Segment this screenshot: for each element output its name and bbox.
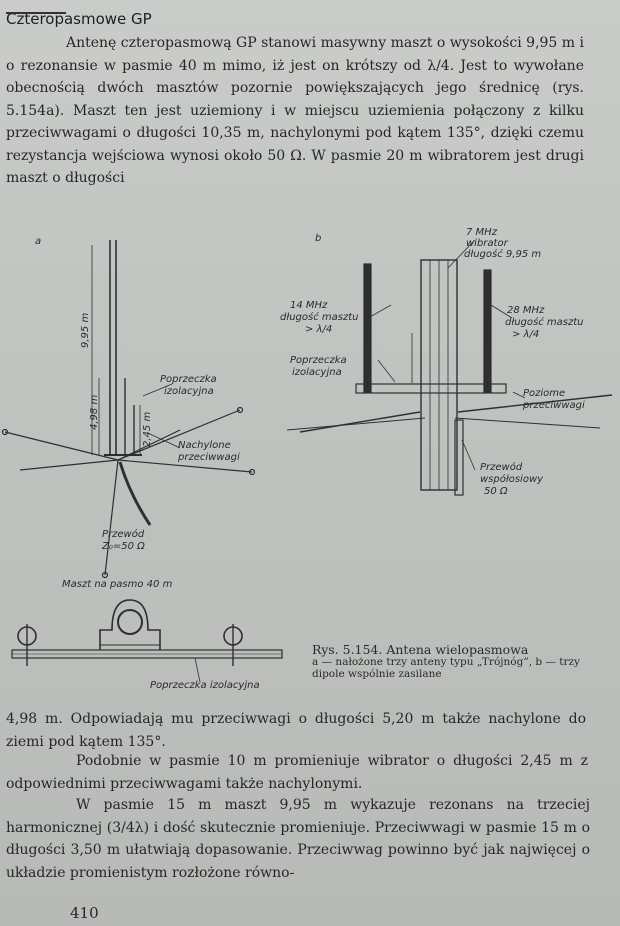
insulator-crossbar-b	[355, 383, 507, 394]
paragraph-4: W pasmie 15 m maszt 9,95 m wykazuje rezo…	[6, 794, 590, 884]
label-coax-1: Przewód	[480, 461, 523, 473]
label-coax-3: 50 Ω	[484, 486, 508, 497]
figure-caption: Rys. 5.154. Antena wielopasmowa a — nało…	[312, 643, 582, 680]
counterpoise-5	[117, 459, 253, 473]
figure-a-letter: a	[35, 236, 41, 247]
counterpoise-3	[104, 459, 119, 576]
detail-mast-bracket	[99, 599, 161, 650]
label-crossbar-detail: Poprzeczka izolacyjna	[150, 680, 260, 691]
label-wib-1: 7 MHz	[466, 227, 498, 238]
label-insulator-b-1: Poprzeczka	[290, 355, 347, 366]
horizontal-counterpoises	[299, 394, 613, 433]
insulator-detail	[11, 599, 283, 683]
counterpoise-end-5	[248, 468, 256, 476]
figure-b-drawing	[286, 239, 613, 496]
leader-lines-a	[142, 383, 181, 449]
label-wib-2: wibrator	[466, 238, 509, 249]
label-28mhz-1: 28 MHz	[507, 305, 545, 316]
label-dim-third: 2,45 m	[142, 412, 153, 447]
label-mast-40m: Maszt na pasmo 40 m	[62, 579, 173, 590]
page-number: 410	[70, 904, 99, 922]
leader-lines-b	[367, 239, 526, 471]
label-14mhz-3: > λ/4	[305, 324, 332, 335]
label-coax-2: współosiowy	[480, 473, 544, 485]
coax-feed-b	[454, 419, 464, 496]
figure-5-154: a 9,95 m 4,98 m 2,45 m Poprzeczka izolac…	[1, 227, 613, 691]
label-wib-3: długość 9,95 m	[464, 248, 541, 260]
header-rule	[6, 12, 66, 14]
counterpoise-1	[4, 431, 119, 461]
figure-b-letter: b	[315, 233, 321, 244]
horizontal-counterpoises-2	[286, 417, 601, 431]
section-header: Czteropasmowe GP	[6, 10, 152, 28]
label-insulator-a-2: izolacyjna	[164, 386, 214, 397]
label-feed-a-2: Z₀=50 Ω	[101, 541, 145, 552]
label-counterpoise-2: przeciwwagi	[177, 452, 240, 463]
label-counterpoise-1: Nachylone	[178, 440, 231, 451]
label-horizontal-2: przeciwwagi	[522, 400, 585, 411]
detail-mast-section	[117, 609, 143, 635]
paragraph-3: Podobnie w pasmie 10 m promieniuje wibra…	[6, 750, 588, 795]
label-14mhz-1: 14 MHz	[290, 300, 328, 311]
mast-28mhz	[483, 269, 492, 393]
caption-text: a — nałożone trzy anteny typu „Trójnóg”,…	[312, 656, 580, 680]
feed-cable-a	[118, 461, 152, 526]
section-title: Czteropasmowe GP	[6, 10, 152, 28]
paragraph-1: Antenę czteropasmową GP stanowi masywny …	[6, 32, 584, 190]
counterpoise-end-3	[101, 571, 109, 579]
counterpoise-6	[117, 429, 181, 461]
mast-14mhz	[363, 263, 372, 393]
figure-a-drawing	[1, 240, 256, 579]
label-28mhz-2: długość masztu	[505, 316, 584, 328]
paragraph-4-text: W pasmie 15 m maszt 9,95 m wykazuje rezo…	[6, 797, 590, 881]
counterpoise-2	[19, 459, 119, 471]
label-dim-second: 4,98 m	[89, 395, 100, 430]
counterpoise-end-1	[1, 428, 9, 436]
label-14mhz-2: długość masztu	[280, 311, 359, 323]
label-28mhz-3: > λ/4	[512, 329, 539, 340]
label-feed-a-1: Przewód	[102, 528, 145, 540]
caption-title: Rys. 5.154. Antena wielopasmowa	[312, 642, 529, 657]
counterpoise-4	[117, 409, 241, 461]
label-insulator-a-1: Poprzeczka	[160, 374, 217, 385]
paragraph-2: 4,98 m. Odpowiadają mu przeciwwagi o dłu…	[6, 711, 586, 750]
paragraph-3-text: Podobnie w pasmie 10 m promieniuje wibra…	[6, 753, 588, 792]
label-insulator-b-2: izolacyjna	[292, 367, 342, 378]
label-horizontal-1: Poziome	[523, 388, 565, 399]
detail-leader	[194, 657, 201, 683]
counterpoise-end-4	[236, 406, 244, 414]
label-dim-mast: 9,95 m	[80, 313, 91, 348]
paragraph-1-text: Antenę czteropasmową GP stanowi masywny …	[6, 35, 584, 186]
